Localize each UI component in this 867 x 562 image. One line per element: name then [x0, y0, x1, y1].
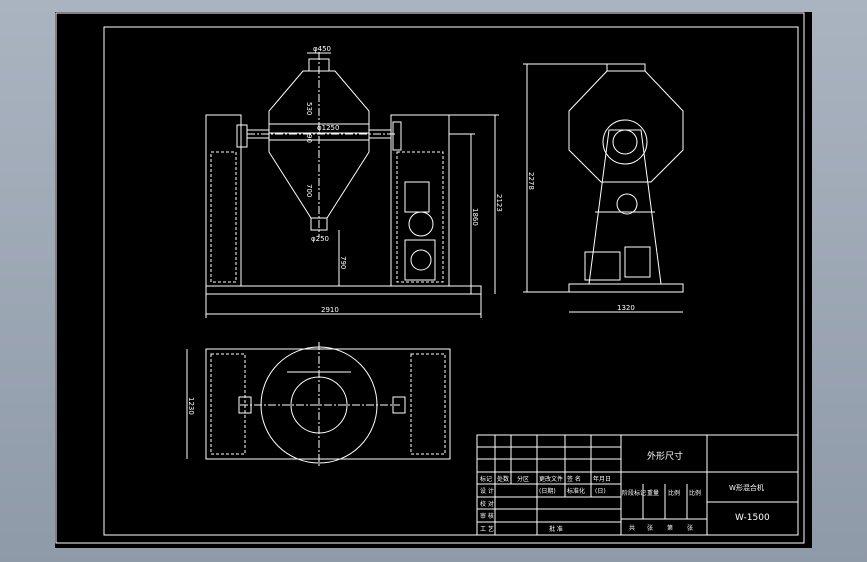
- plan-right-support: [410, 353, 446, 455]
- dim-axis-height: 1860: [471, 208, 479, 226]
- tb-stage-4: 比例: [689, 489, 701, 497]
- front-dimensions: φ450 φ1250 530 90 700 φ250 790 1860 2123…: [205, 45, 503, 318]
- right-support: [390, 114, 450, 287]
- side-pulley: [616, 193, 638, 215]
- tb-r1c4: 更改文件: [539, 475, 563, 483]
- tb-r1c1: 标记: [480, 475, 492, 483]
- side-view: 2278 1320: [523, 63, 684, 313]
- tb-stage-3: 比例: [668, 489, 680, 497]
- right-bearing: [392, 121, 402, 151]
- tb-stage-2: 重量: [647, 489, 659, 497]
- inner-border: [103, 26, 799, 536]
- motor: [404, 239, 436, 281]
- outer-border: [55, 12, 805, 544]
- tb-sheet-1: 共: [629, 524, 635, 532]
- dim-plan-depth: 1230: [187, 397, 195, 415]
- dim-body-diameter: φ1250: [317, 124, 339, 132]
- dim-side-width: 1320: [617, 304, 635, 312]
- drawing-svg: φ450 φ1250 530 90 700 φ250 790 1860 2123…: [55, 12, 805, 544]
- tb-r1c5: 签 名: [567, 475, 581, 483]
- plan-left-bearing: [238, 396, 252, 414]
- tb-machine-name: W形混合机: [729, 483, 764, 492]
- side-vessel-hub: [602, 119, 648, 165]
- right-support-hidden: [396, 151, 444, 283]
- tb-r2c4: (日期): [539, 487, 556, 495]
- side-base: [568, 283, 684, 293]
- dim-total-height-side: 2278: [527, 172, 535, 190]
- dim-band: 90: [305, 134, 313, 143]
- reducer: [408, 211, 434, 237]
- tb-sheet-2: 张: [647, 524, 653, 532]
- dim-outlet-height: 790: [339, 256, 347, 269]
- front-view: φ450 φ1250 530 90 700 φ250 790 1860 2123…: [205, 45, 503, 318]
- tb-r1c3: 分区: [517, 475, 529, 483]
- title-block-grid: [477, 435, 688, 535]
- left-shaft: [246, 129, 270, 139]
- plan-view: 1230: [186, 342, 451, 468]
- side-inlet: [606, 63, 646, 72]
- tb-r2c5: 标准化: [567, 487, 585, 495]
- left-support: [205, 114, 242, 287]
- left-support-hidden: [210, 151, 237, 283]
- dim-top-cone: 530: [305, 102, 313, 115]
- tb-sheet-4: 张: [687, 524, 693, 532]
- side-dimensions: 2278 1320: [523, 63, 683, 313]
- gearbox: [404, 181, 430, 213]
- tb-r5c1: 工 艺: [480, 525, 494, 533]
- base-frame: [205, 285, 482, 295]
- tb-r1c2: 处数: [497, 475, 509, 483]
- dim-outlet-diameter: φ250: [311, 235, 329, 243]
- tb-r3c1: 校 对: [480, 500, 494, 508]
- title-block: 标记 处数 分区 更改文件 签 名 年月日 设 计 (日期) 标准化 (日) 校…: [476, 434, 799, 536]
- tb-r4c1: 审 核: [480, 512, 494, 520]
- tb-r2c6: (日): [595, 488, 606, 495]
- tb-stage-1: 阶段标记: [622, 489, 646, 497]
- plan-left-support: [210, 353, 246, 455]
- left-bearing: [236, 124, 248, 148]
- side-vessel: [568, 70, 684, 183]
- dim-total-height-front: 2123: [495, 194, 503, 212]
- tb-sheet-3: 第: [667, 524, 673, 532]
- plan-outline: [205, 348, 451, 460]
- tb-drawing-title: 外形尺寸: [647, 450, 683, 462]
- tb-r2c1: 设 计: [480, 487, 494, 495]
- title-block-frame: [476, 434, 799, 536]
- side-reducer: [624, 246, 651, 278]
- dim-bottom-cone: 700: [305, 184, 313, 197]
- tb-r5c4: 批 准: [549, 525, 563, 533]
- plan-right-bearing: [392, 396, 406, 414]
- tb-model: W-1500: [735, 513, 770, 523]
- motor-pulley: [410, 249, 432, 271]
- dim-top-diameter: φ450: [313, 45, 331, 53]
- dim-total-width: 2910: [321, 306, 339, 314]
- drawing-sheet: φ450 φ1250 530 90 700 φ250 790 1860 2123…: [55, 12, 812, 548]
- tb-r1c6: 年月日: [593, 475, 611, 483]
- side-vessel-hub-inner: [612, 129, 638, 155]
- side-motor: [584, 251, 621, 281]
